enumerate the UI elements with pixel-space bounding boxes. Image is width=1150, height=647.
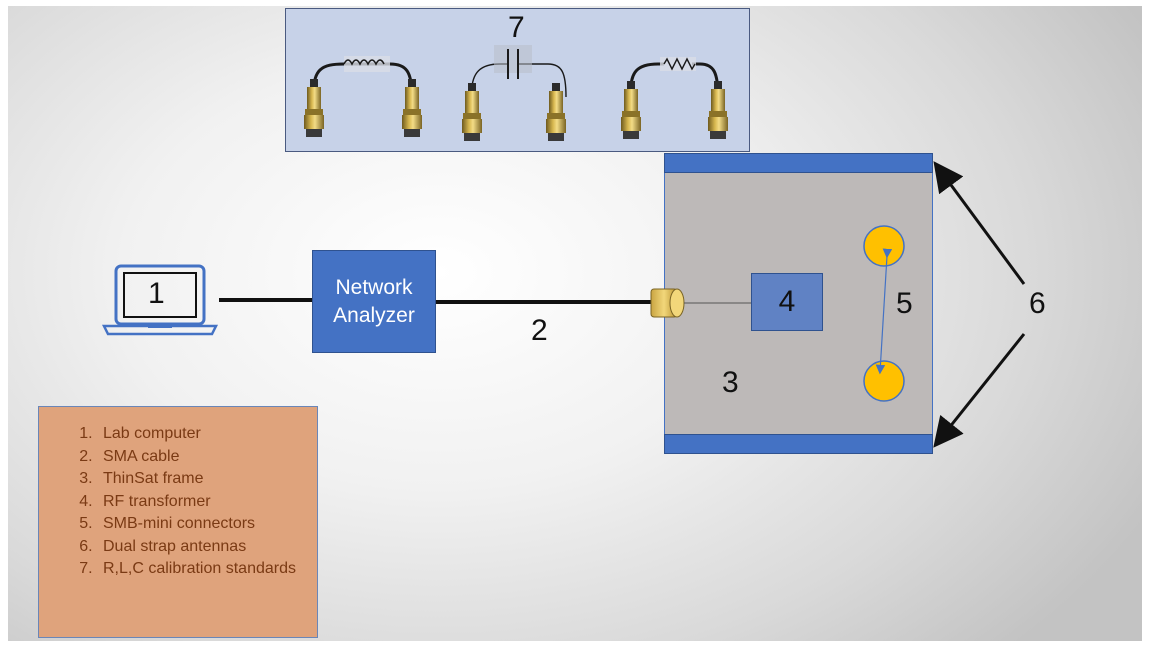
resistor-standard: [621, 57, 728, 139]
inductor-standard: [304, 56, 422, 137]
legend-item: ThinSat frame: [97, 468, 317, 491]
label-computer: 1: [148, 277, 165, 310]
network-analyzer-label-line2: Analyzer: [333, 303, 415, 327]
arrow-to-top-strap: [933, 161, 1026, 285]
legend-item: R,L,C calibration standards: [97, 558, 317, 581]
legend-item: SMB-mini connectors: [97, 513, 317, 536]
resistor-symbol: [663, 57, 696, 71]
legend-item: SMA cable: [97, 446, 317, 469]
label-calibration: 7: [508, 11, 525, 44]
legend-list: Lab computer SMA cable ThinSat frame RF …: [53, 423, 317, 581]
calibration-standards-panel: 7: [285, 8, 750, 152]
strap-antenna-top: [664, 153, 933, 173]
sma-connector: [650, 288, 685, 318]
label-antennas: 6: [1029, 287, 1046, 320]
smb-connector-bottom: [863, 360, 905, 402]
label-transformer: 4: [778, 285, 796, 318]
legend-box: Lab computer SMA cable ThinSat frame RF …: [38, 406, 318, 638]
arrow-to-bottom-strap: [933, 333, 1026, 448]
strap-antenna-bottom: [664, 434, 933, 454]
capacitor-standard: [462, 45, 567, 141]
legend-item: RF transformer: [97, 491, 317, 514]
label-frame: 3: [722, 366, 739, 399]
legend-item: Dual strap antennas: [97, 536, 317, 559]
label-cable: 2: [531, 314, 548, 347]
legend-item: Lab computer: [97, 423, 317, 446]
connector-link-arrow: [875, 248, 893, 375]
network-analyzer-box: Network Analyzer: [312, 250, 436, 353]
rf-transformer-box: 4: [751, 273, 823, 331]
smb-connector-top: [863, 225, 905, 267]
laptop-icon: [101, 264, 219, 336]
inductor-symbol: [343, 59, 385, 66]
network-analyzer-label-line1: Network: [335, 276, 413, 300]
label-connectors: 5: [896, 287, 913, 320]
